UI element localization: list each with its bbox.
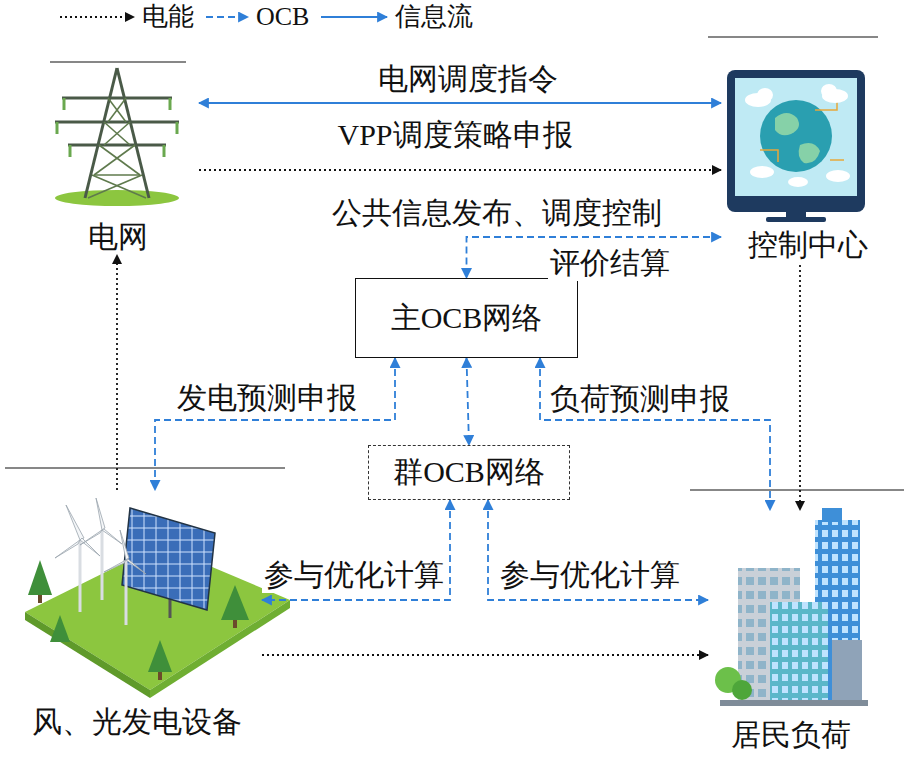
energy-flow-arrow — [799, 265, 801, 510]
power-tower-icon — [55, 68, 179, 206]
legend-text: 信息流 — [395, 2, 473, 32]
control-center-monitor-icon — [727, 70, 865, 222]
legend-text: 电能 — [142, 2, 194, 32]
legend-item: OCB — [204, 2, 309, 32]
network-box: 主OCB网络 — [355, 278, 578, 358]
edge-label: 参与优化计算 — [498, 558, 682, 593]
legend: 电能 OCB 信息流 — [58, 2, 483, 32]
wind-solar-icon — [25, 498, 290, 698]
icon-node: 居民负荷 — [708, 510, 874, 756]
node-label: 控制中心 — [721, 228, 894, 263]
rule-lines — [5, 37, 904, 490]
ocb-arrow — [488, 500, 708, 600]
energy-flow-arrow — [116, 255, 118, 490]
ocb-arrow — [467, 358, 470, 445]
legend-line-sample — [204, 7, 256, 27]
edge-label: 电网调度指令 — [376, 62, 560, 97]
icon-node: 电网 — [36, 55, 199, 255]
node-label: 主OCB网络 — [391, 301, 543, 336]
legend-text: OCB — [256, 2, 309, 32]
edge-label: 公共信息发布、调度控制 — [330, 196, 664, 231]
edge-note: 评价结算 — [548, 246, 672, 281]
node-label: 群OCB网络 — [393, 455, 545, 490]
edge-label: 发电预测申报 — [175, 381, 359, 416]
edge-label: 参与优化计算 — [262, 558, 446, 593]
energy-flow-arrow — [262, 654, 708, 656]
energy-flow-arrow — [199, 169, 721, 171]
edge-label: 负荷预测申报 — [548, 382, 732, 417]
network-box: 群OCB网络 — [368, 445, 570, 500]
info-flow-arrow — [199, 102, 721, 104]
ocb-arrow — [155, 358, 395, 490]
icon-node: 风、光发电设备 — [11, 490, 262, 745]
icon-node: 控制中心 — [721, 60, 894, 265]
residential-buildings-icon — [715, 508, 868, 706]
edge-label: VPP调度策略申报 — [335, 118, 574, 153]
ocb-arrow — [540, 358, 770, 510]
node-label: 居民负荷 — [708, 718, 874, 753]
legend-line-sample — [319, 7, 395, 27]
legend-line-sample — [58, 7, 142, 27]
ocb-arrow — [262, 500, 450, 600]
node-label: 风、光发电设备 — [11, 705, 262, 740]
node-label: 电网 — [36, 220, 199, 255]
legend-item: 电能 — [58, 2, 194, 32]
legend-item: 信息流 — [319, 2, 473, 32]
